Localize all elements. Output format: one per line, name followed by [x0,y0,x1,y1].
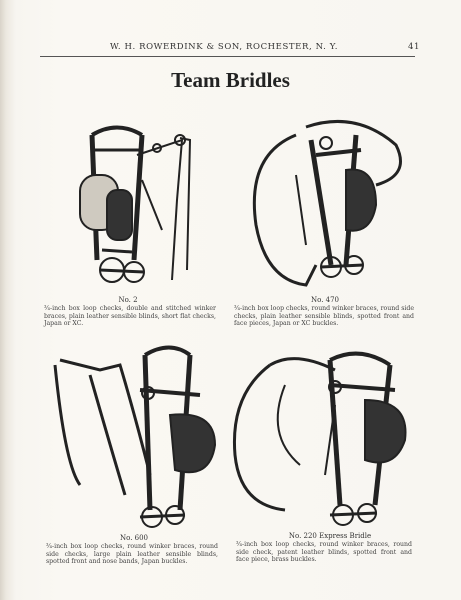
bridle-illustration-no-470 [236,115,421,295]
item-caption: ¾-inch box loop checks, round winker bra… [236,541,412,564]
item-caption: ¾-inch box loop checks, double and stitc… [44,305,216,328]
firm-name: W. H. ROWERDINK & SON, ROCHESTER, N. Y. [110,42,339,52]
item-caption: ¾-inch box loop checks, round winker bra… [46,543,218,566]
item-number: No. 600 [119,534,149,542]
bridle-illustration-no-600 [40,345,220,530]
running-header: W. H. ROWERDINK & SON, ROCHESTER, N. Y. … [40,42,420,56]
item-number: No. 470 [310,296,340,304]
item-number: No. 2 [118,296,138,304]
bridle-illustration-no-220 [225,345,415,530]
item-number: No. 220 Express Bridle [288,532,372,540]
page-title: Team Bridles [171,68,290,92]
bridle-illustration-no-2 [62,120,202,295]
page-number: 41 [407,42,420,52]
item-caption: ¾-inch box loop checks, round winker bra… [234,305,414,328]
header-rule [40,56,415,57]
